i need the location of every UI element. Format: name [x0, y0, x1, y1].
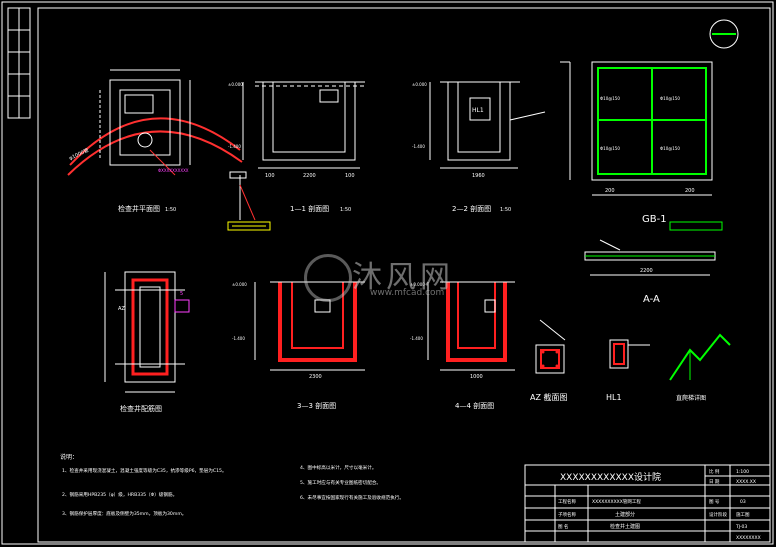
stage-label: 设计阶段 [709, 511, 727, 518]
elev-2-2-top: ±0.000 [412, 82, 427, 87]
section-2-2-scale: 1:50 [500, 207, 511, 213]
drawing-label: 图 名 [558, 523, 568, 530]
dim-3-3-d2300: 2300 [309, 374, 322, 380]
part-label: 子项名称 [558, 511, 576, 518]
svg-text:Φ10@150: Φ10@150 [600, 96, 620, 101]
section-4-4 [427, 281, 515, 371]
dim-1-1-d100b: 100 [345, 173, 355, 179]
manhole-plan: ΦXXXXXXXXXX φ1000管 [67, 69, 243, 176]
sheet-value: 03 [740, 499, 746, 505]
rebar-plan-title: 检查井配筋图 [120, 404, 162, 413]
section-1-1-title: 1—1 剖面图 [290, 204, 329, 213]
stair-detail [669, 333, 731, 381]
drawing-value: 检查井土建图 [610, 523, 640, 530]
note-1: 1、检查井采用现浇混凝土，混凝土强度等级为C35，抗渗等级P6，垫层为C15。 [62, 467, 227, 474]
section-2-2 [429, 81, 546, 169]
watermark-en: www.mfcad.com [370, 288, 445, 298]
code-value: TJ-03 [735, 524, 747, 530]
elev-1-1-bot: -1.400 [228, 144, 241, 149]
az-title: AZ 截面图 [530, 392, 568, 402]
aa-dim: 2200 [640, 268, 653, 274]
gb1-title: GB-1 [642, 214, 667, 225]
institute-name: XXXXXXXXXXXX设计院 [560, 471, 661, 483]
note-5: 5、施工时应与有关专业图纸密切配合。 [300, 479, 381, 486]
hl1-title: HL1 [606, 393, 622, 402]
note-2: 2、钢筋采用HPB235（φ）级，HRB335（Φ）级钢筋。 [62, 491, 177, 498]
section-2-2-title: 2—2 剖面图 [452, 204, 491, 213]
rebar-plan: 5 AZ [104, 271, 190, 393]
elev-4-4-top: ±0.000 [410, 282, 425, 287]
dim-2-2-d1960: 1960 [472, 173, 485, 179]
elev-3-3-bot: -1.400 [232, 336, 245, 341]
title-block [524, 464, 771, 543]
section-3-3-title: 3—3 剖面图 [297, 401, 336, 410]
pipe-detail [227, 171, 271, 231]
part-value: 土建部分 [615, 511, 635, 518]
watermark-cn: 沐风网 [352, 260, 454, 295]
watermark-logo-icon [304, 254, 352, 302]
gb1-dim-left: 200 [605, 188, 615, 194]
scale-value: 1:100 [736, 469, 749, 475]
date-value: XXXX.XX [736, 479, 756, 485]
section-2-2-hl1: HL1 [472, 107, 484, 114]
north-arrow-icon [709, 19, 739, 49]
footer-value: XXXXXXXX [736, 535, 761, 541]
stair-title: 直爬梯详图 [676, 394, 706, 402]
project-value: XXXXXXXXXX管网工程 [592, 498, 641, 505]
binding-strip [7, 7, 31, 119]
section-1-1-scale: 1:50 [340, 207, 351, 213]
aa-section [584, 221, 723, 276]
section-1-1 [242, 81, 365, 169]
hl1-detail [609, 339, 650, 369]
plan-title: 检查井平面图 [118, 204, 160, 213]
elev-3-3-top: ±0.000 [232, 282, 247, 287]
svg-text:AZ: AZ [118, 306, 125, 312]
note-3: 3、钢筋保护层厚度：底板及侧壁为35mm，顶板为30mm。 [62, 510, 186, 517]
dim-4-4-d1000: 1000 [470, 374, 483, 380]
stage-value: 施工图 [736, 511, 750, 518]
note-6: 6、未尽事宜按国家现行有关施工及验收规范执行。 [300, 494, 404, 501]
svg-text:Φ10@150: Φ10@150 [600, 146, 620, 151]
svg-text:ΦXXXXXXXXXX: ΦXXXXXXXXXX [158, 168, 189, 173]
svg-text:Φ10@150: Φ10@150 [660, 146, 680, 151]
inner-border [37, 7, 771, 543]
dim-1-1-d100a: 100 [265, 173, 275, 179]
note-4: 4、图中标高以米计，尺寸以毫米计。 [300, 464, 376, 471]
aa-title: A-A [643, 294, 660, 305]
svg-text:5: 5 [180, 291, 183, 297]
notes-heading: 说明： [60, 453, 78, 461]
dim-1-1-d2200: 2200 [303, 173, 316, 179]
az-section [535, 319, 566, 374]
sheet-label: 图 号 [709, 499, 720, 505]
svg-text:Φ10@150: Φ10@150 [660, 96, 680, 101]
elev-1-1-top: ±0.000 [228, 82, 243, 87]
gb1-dim-right: 200 [685, 188, 695, 194]
gb1-plan: Φ10@150 Φ10@150 Φ10@150 Φ10@150 [560, 61, 713, 196]
section-4-4-title: 4—4 剖面图 [455, 401, 494, 410]
elev-4-4-bot: -1.400 [410, 336, 423, 341]
scale-label: 比 例 [709, 468, 720, 475]
project-label: 工程名称 [558, 498, 576, 505]
watermark: 沐风网 www.mfcad.com [300, 250, 480, 302]
date-label: 日 期 [709, 479, 720, 485]
plan-scale: 1:50 [165, 207, 176, 213]
elev-2-2-bot: -1.400 [412, 144, 425, 149]
